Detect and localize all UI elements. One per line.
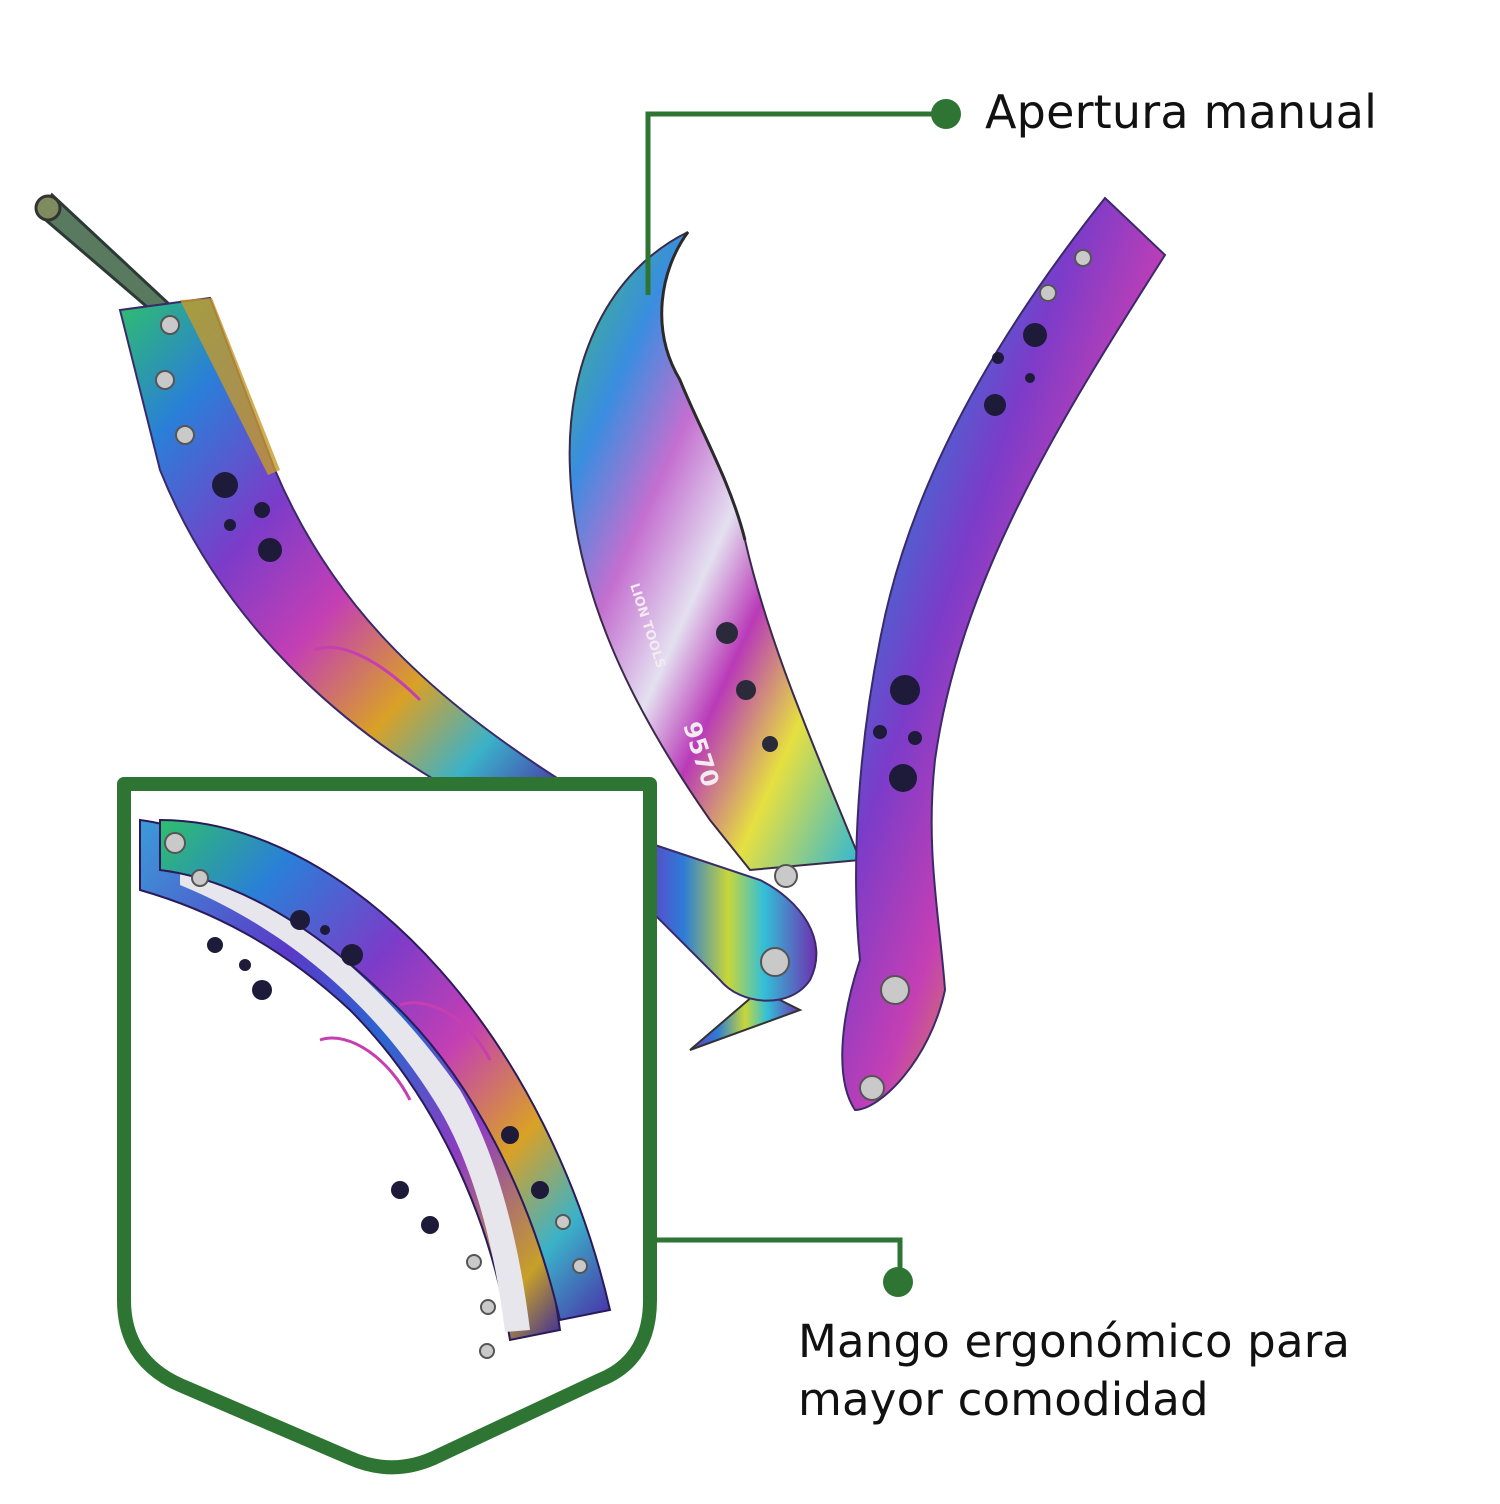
left-handle xyxy=(34,192,563,802)
inset-frame xyxy=(117,777,657,1475)
callout-line-bottom xyxy=(652,1237,913,1297)
pivot-latch-handle xyxy=(639,838,818,1002)
callout-label-ergonomic-handle: Mango ergonómico para mayor comodidad xyxy=(798,1315,1351,1426)
callout-line-top xyxy=(645,99,961,295)
callout-dot-top xyxy=(931,99,961,129)
inset-closeup xyxy=(124,784,650,1468)
right-handle xyxy=(841,196,1167,1112)
callout-label-manual-opening: Apertura manual xyxy=(985,85,1378,139)
blade: LION TOOLS 9570 xyxy=(568,231,862,1051)
callout-dot-bottom xyxy=(883,1267,913,1297)
